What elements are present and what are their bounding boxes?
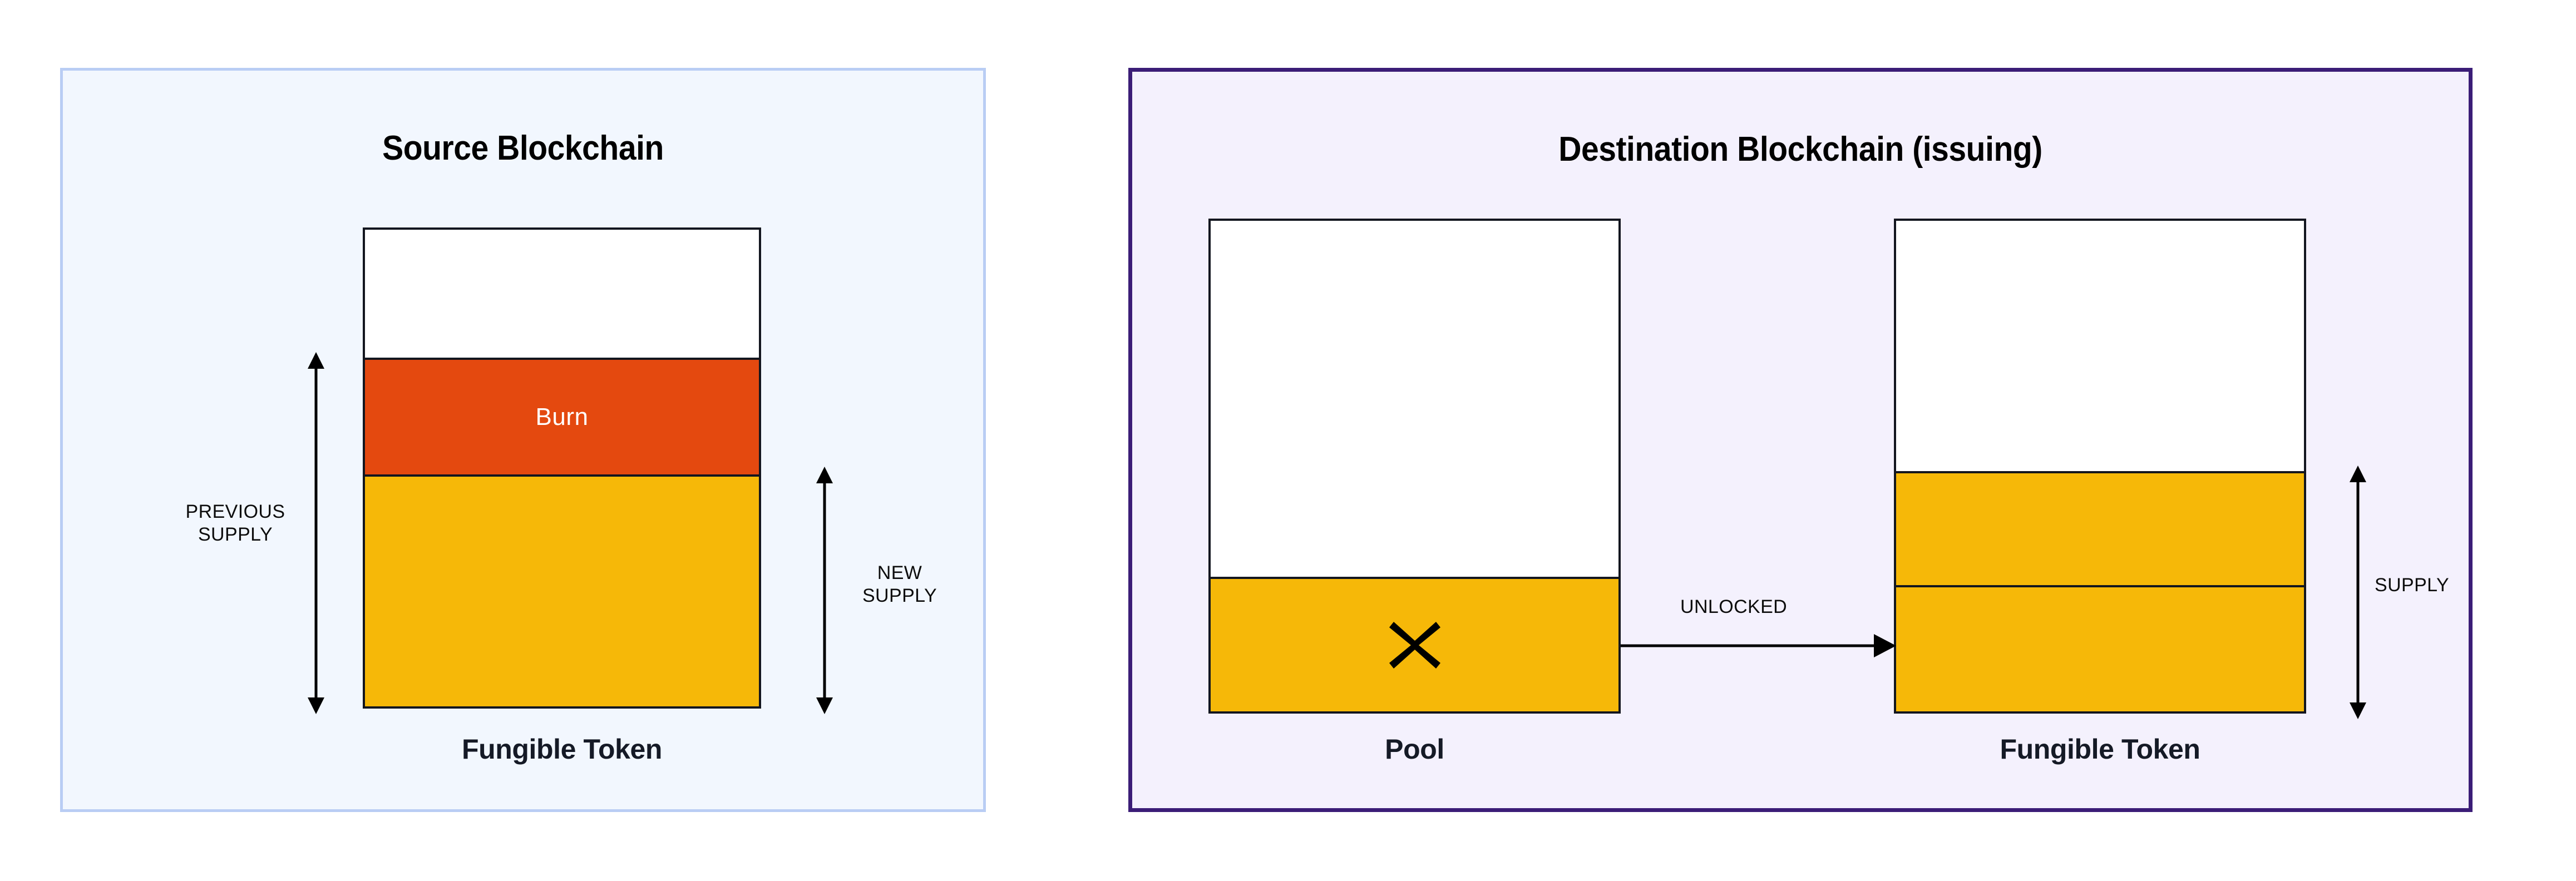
source-token-segment-burn: Burn (365, 358, 759, 474)
destination-panel-title: Destination Blockchain (issuing) (1558, 130, 2042, 169)
destination-token-segment-unlocked (1896, 585, 2304, 711)
destination-fungible-token-caption: Fungible Token (2000, 734, 2200, 765)
unlocked-flow-arrow (1621, 633, 1896, 659)
previous-supply-label: PREVIOUS SUPPLY (185, 501, 285, 546)
pool-caption: Pool (1385, 734, 1444, 765)
destination-token-segment-empty (1896, 221, 2304, 471)
x-mark-icon (1389, 620, 1440, 671)
previous-supply-measure-arrow (299, 352, 333, 714)
new-supply-label: NEW SUPPLY (862, 562, 937, 607)
unlocked-flow-label: UNLOCKED (1680, 596, 1788, 617)
pool-segment-locked-removed (1211, 577, 1618, 711)
supply-label: SUPPLY (2375, 575, 2450, 596)
supply-measure-arrow (2341, 466, 2375, 719)
destination-token-segment-existing (1896, 471, 2304, 585)
source-fungible-token-box: Burn (363, 227, 761, 709)
source-token-segment-remaining (365, 474, 759, 706)
new-supply-measure-arrow (808, 467, 841, 714)
source-panel-title: Source Blockchain (382, 129, 664, 167)
burn-label: Burn (535, 403, 589, 430)
destination-fungible-token-box (1894, 219, 2306, 714)
pool-segment-empty (1211, 221, 1618, 577)
pool-box (1208, 219, 1621, 714)
source-fungible-token-caption: Fungible Token (461, 734, 663, 765)
source-token-segment-empty (365, 230, 759, 358)
